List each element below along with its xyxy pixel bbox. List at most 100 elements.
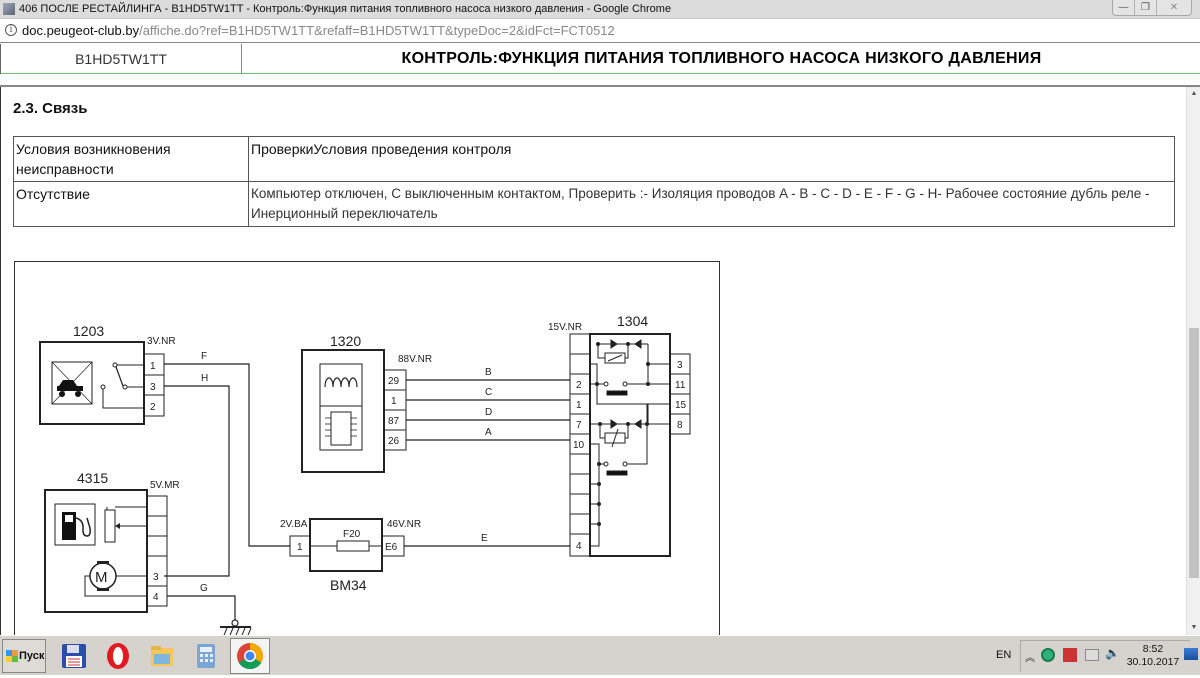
url-field[interactable]: doc.peugeot-club.by/affiche.do?ref=B1HD5… <box>22 23 615 38</box>
scrollbar-thumb[interactable] <box>1189 328 1199 578</box>
taskbar: Пуск EN ︽ 🔈 8:52 30.10.2017 <box>0 635 1200 675</box>
header-cell: Условия возникновения неисправности <box>13 136 249 182</box>
table-header-row: Условия возникновения неисправности Пров… <box>13 136 1175 182</box>
svg-text:C: C <box>485 387 492 398</box>
svg-text:E6: E6 <box>385 542 398 553</box>
svg-text:3: 3 <box>677 360 683 371</box>
svg-text:3V.NR: 3V.NR <box>147 336 176 347</box>
clock-time: 8:52 <box>1142 643 1164 655</box>
wires-b-c-d-a: B C D A <box>406 367 570 441</box>
show-desktop-button[interactable] <box>1184 648 1198 660</box>
svg-text:1: 1 <box>150 361 156 372</box>
file-explorer-icon[interactable] <box>148 642 176 670</box>
close-button[interactable]: ✕ <box>1169 2 1179 13</box>
svg-text:3: 3 <box>150 382 156 393</box>
chrome-taskbar-button[interactable] <box>230 638 270 674</box>
svg-text:BM34: BM34 <box>330 577 367 593</box>
svg-text:1: 1 <box>297 542 303 553</box>
component-1320: 1320 88V.NR 29 1 87 26 <box>301 333 432 473</box>
document-code: B1HD5TW1TT <box>0 44 242 74</box>
chip-icon <box>330 411 352 446</box>
svg-text:1304: 1304 <box>617 313 648 329</box>
svg-text:15: 15 <box>675 400 687 411</box>
address-bar[interactable]: i doc.peugeot-club.by/affiche.do?ref=B1H… <box>0 19 1200 43</box>
chrome-icon <box>237 643 264 670</box>
calculator-icon[interactable] <box>192 642 220 670</box>
component-label: 1203 <box>73 323 104 339</box>
window-controls: — ❐ ✕ <box>1112 0 1192 16</box>
svg-text:2: 2 <box>576 380 582 391</box>
car-icon <box>57 380 83 391</box>
svg-text:B: B <box>485 367 492 378</box>
power-icon[interactable] <box>1063 648 1077 662</box>
svg-text:29: 29 <box>388 376 400 387</box>
table-cell: Компьютер отключен, С выключенным контак… <box>248 181 1175 227</box>
coil-icon <box>324 377 358 388</box>
url-host: doc.peugeot-club.by <box>22 23 140 38</box>
svg-text:4315: 4315 <box>77 470 108 486</box>
svg-text:5V.MR: 5V.MR <box>150 480 180 491</box>
start-button[interactable]: Пуск <box>2 639 46 673</box>
header-cell: ПроверкиУсловия проведения контроля <box>248 136 1175 182</box>
document-title: КОНТРОЛЬ:ФУНКЦИЯ ПИТАНИЯ ТОПЛИВНОГО НАСО… <box>401 50 1042 67</box>
table-cell: Отсутствие <box>13 181 249 227</box>
app-icon <box>3 3 15 15</box>
header-divider <box>0 85 1200 87</box>
vertical-scrollbar[interactable]: ▲ ▼ <box>1186 87 1200 635</box>
fuse-icon <box>336 540 370 552</box>
svg-text:1: 1 <box>391 396 397 407</box>
svg-text:2V.BA: 2V.BA <box>280 519 308 530</box>
opera-icon[interactable] <box>104 642 132 670</box>
restore-button[interactable]: ❐ <box>1135 0 1157 15</box>
svg-text:4: 4 <box>153 592 159 603</box>
windows-logo-icon <box>6 650 18 662</box>
app-tray-icon[interactable] <box>1041 648 1055 662</box>
svg-text:E: E <box>481 533 488 544</box>
svg-text:M: M <box>95 569 108 586</box>
component-4315: 4315 M 5V.MR <box>44 470 180 613</box>
scroll-down-arrow[interactable]: ▼ <box>1190 624 1198 631</box>
ground-icon <box>231 619 239 627</box>
svg-text:1: 1 <box>576 400 582 411</box>
svg-text:4: 4 <box>576 541 582 552</box>
scroll-up-arrow[interactable]: ▲ <box>1190 90 1198 97</box>
wire-g-ground: G <box>167 583 252 635</box>
svg-text:1320: 1320 <box>330 333 361 349</box>
show-hidden-icons-icon[interactable]: ︽ <box>1025 653 1035 664</box>
svg-text:F: F <box>201 351 207 362</box>
window-titlebar[interactable]: 406 ПОСЛЕ РЕСТАЙЛИНГА - B1HD5TW1TT - Кон… <box>0 0 1200 19</box>
svg-text:D: D <box>485 407 492 418</box>
volume-icon[interactable]: 🔈 <box>1105 646 1120 660</box>
svg-text:10: 10 <box>573 440 585 451</box>
site-info-icon[interactable]: i <box>5 24 17 36</box>
language-indicator[interactable]: EN <box>996 649 1012 661</box>
start-label: Пуск <box>19 650 45 662</box>
minimize-button[interactable]: — <box>1113 0 1135 15</box>
window-title: 406 ПОСЛЕ РЕСТАЙЛИНГА - B1HD5TW1TT - Кон… <box>19 3 672 15</box>
svg-text:15V.NR: 15V.NR <box>548 322 582 333</box>
system-tray: ︽ 🔈 <box>1020 640 1190 672</box>
clock-date: 30.10.2017 <box>1126 656 1180 668</box>
svg-text:A: A <box>485 427 492 438</box>
document-header: B1HD5TW1TT КОНТРОЛЬ:ФУНКЦИЯ ПИТАНИЯ ТОПЛ… <box>0 44 1200 74</box>
svg-text:3: 3 <box>153 572 159 583</box>
svg-text:26: 26 <box>388 436 400 447</box>
svg-text:46V.NR: 46V.NR <box>387 519 421 530</box>
component-1304: 15V.NR 1304 2 1 7 10 4 <box>548 313 691 557</box>
component-bm34: 2V.BA 1 F20 46V.NR E6 BM34 <box>280 518 421 593</box>
clock[interactable]: 8:52 30.10.2017 <box>1126 643 1180 669</box>
wiring-diagram: 1203 3V.NR 1 3 <box>14 261 720 635</box>
svg-text:2: 2 <box>150 402 156 413</box>
page-content: 2.3. Связь Условия возникновения неиспра… <box>0 87 1186 635</box>
wires-f-h: F H <box>164 351 290 577</box>
save-app-icon[interactable] <box>60 642 88 670</box>
svg-text:F20: F20 <box>343 529 361 540</box>
svg-text:88V.NR: 88V.NR <box>398 354 432 365</box>
url-path: /affiche.do?ref=B1HD5TW1TT&refaff=B1HD5T… <box>139 23 615 38</box>
section-title: 2.3. Связь <box>13 100 88 117</box>
table-row: Отсутствие Компьютер отключен, С выключе… <box>13 181 1175 227</box>
network-icon[interactable] <box>1085 649 1099 661</box>
svg-text:87: 87 <box>388 416 400 427</box>
svg-text:11: 11 <box>675 380 686 391</box>
svg-text:8: 8 <box>677 420 683 431</box>
